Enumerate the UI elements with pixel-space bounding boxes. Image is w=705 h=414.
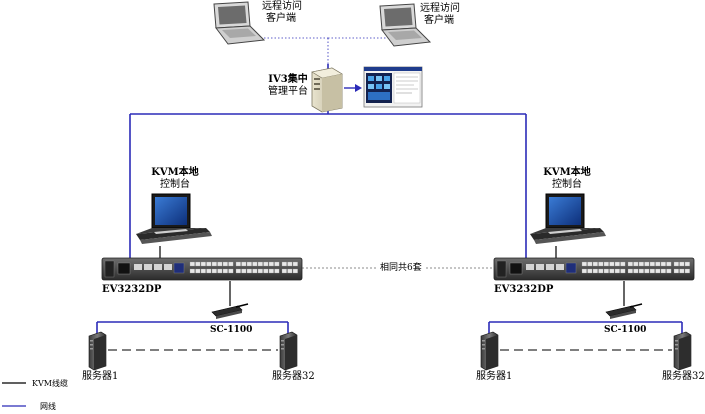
remote-client-label-line1: 远程访问 <box>262 1 302 12</box>
remote-links <box>264 37 392 64</box>
local-console-label-left: KVM本地 控制台 <box>145 167 205 191</box>
remote-client-label-line1: 远程访问 <box>420 3 460 14</box>
legend-network-label: 网线 <box>40 402 56 411</box>
cluster-note: 相同共6套 <box>378 262 424 274</box>
local-console-label-right: KVM本地 控制台 <box>537 167 597 191</box>
remote-client-label-left: 远程访问 客户端 <box>262 1 302 25</box>
server-last-label-left: 服务器32 <box>272 371 315 382</box>
kvm-switch-icon <box>493 257 695 281</box>
server-tower-icon <box>673 331 692 371</box>
server-last-label-right: 服务器32 <box>662 371 705 382</box>
central-platform-label-line1: IV3集中 <box>268 74 308 85</box>
management-software-screenshot <box>363 66 423 108</box>
remote-client-label-line2: 客户端 <box>266 13 296 24</box>
remote-client-label-right: 远程访问 客户端 <box>420 3 460 27</box>
adapter-model-label-left: SC-1100 <box>210 325 253 335</box>
kvm-cables <box>159 246 625 306</box>
adapter-icon <box>605 303 643 319</box>
switch-model-label-right: EV3232DP <box>494 284 554 295</box>
kvm-console-icon <box>530 193 606 244</box>
server-first-label-left: 服务器1 <box>82 371 119 382</box>
switch-model-label-left: EV3232DP <box>102 284 162 295</box>
kvm-switch-icon <box>101 257 303 281</box>
central-platform-label-line2: 管理平台 <box>268 86 308 97</box>
local-console-label-line1: KVM本地 <box>543 167 591 178</box>
laptop-icon <box>379 3 432 47</box>
server-first-label-right: 服务器1 <box>476 371 513 382</box>
network-cables <box>96 64 683 334</box>
local-console-label-line2: 控制台 <box>552 179 582 190</box>
remote-client-label-line2: 客户端 <box>424 15 454 26</box>
central-platform-label: IV3集中 管理平台 <box>266 74 310 98</box>
adapter-icon <box>211 303 249 319</box>
server-tower-icon <box>480 331 499 371</box>
legend-kvm-label: KVM线缆 <box>32 379 68 388</box>
management-server-icon <box>311 67 343 113</box>
arrow-right-icon <box>344 84 362 92</box>
adapter-model-label-right: SC-1100 <box>604 325 647 335</box>
local-console-label-line1: KVM本地 <box>151 167 199 178</box>
kvm-console-icon <box>136 193 212 244</box>
laptop-icon <box>213 1 266 45</box>
server-tower-icon <box>279 331 298 371</box>
local-console-label-line2: 控制台 <box>160 179 190 190</box>
server-tower-icon <box>88 331 107 371</box>
